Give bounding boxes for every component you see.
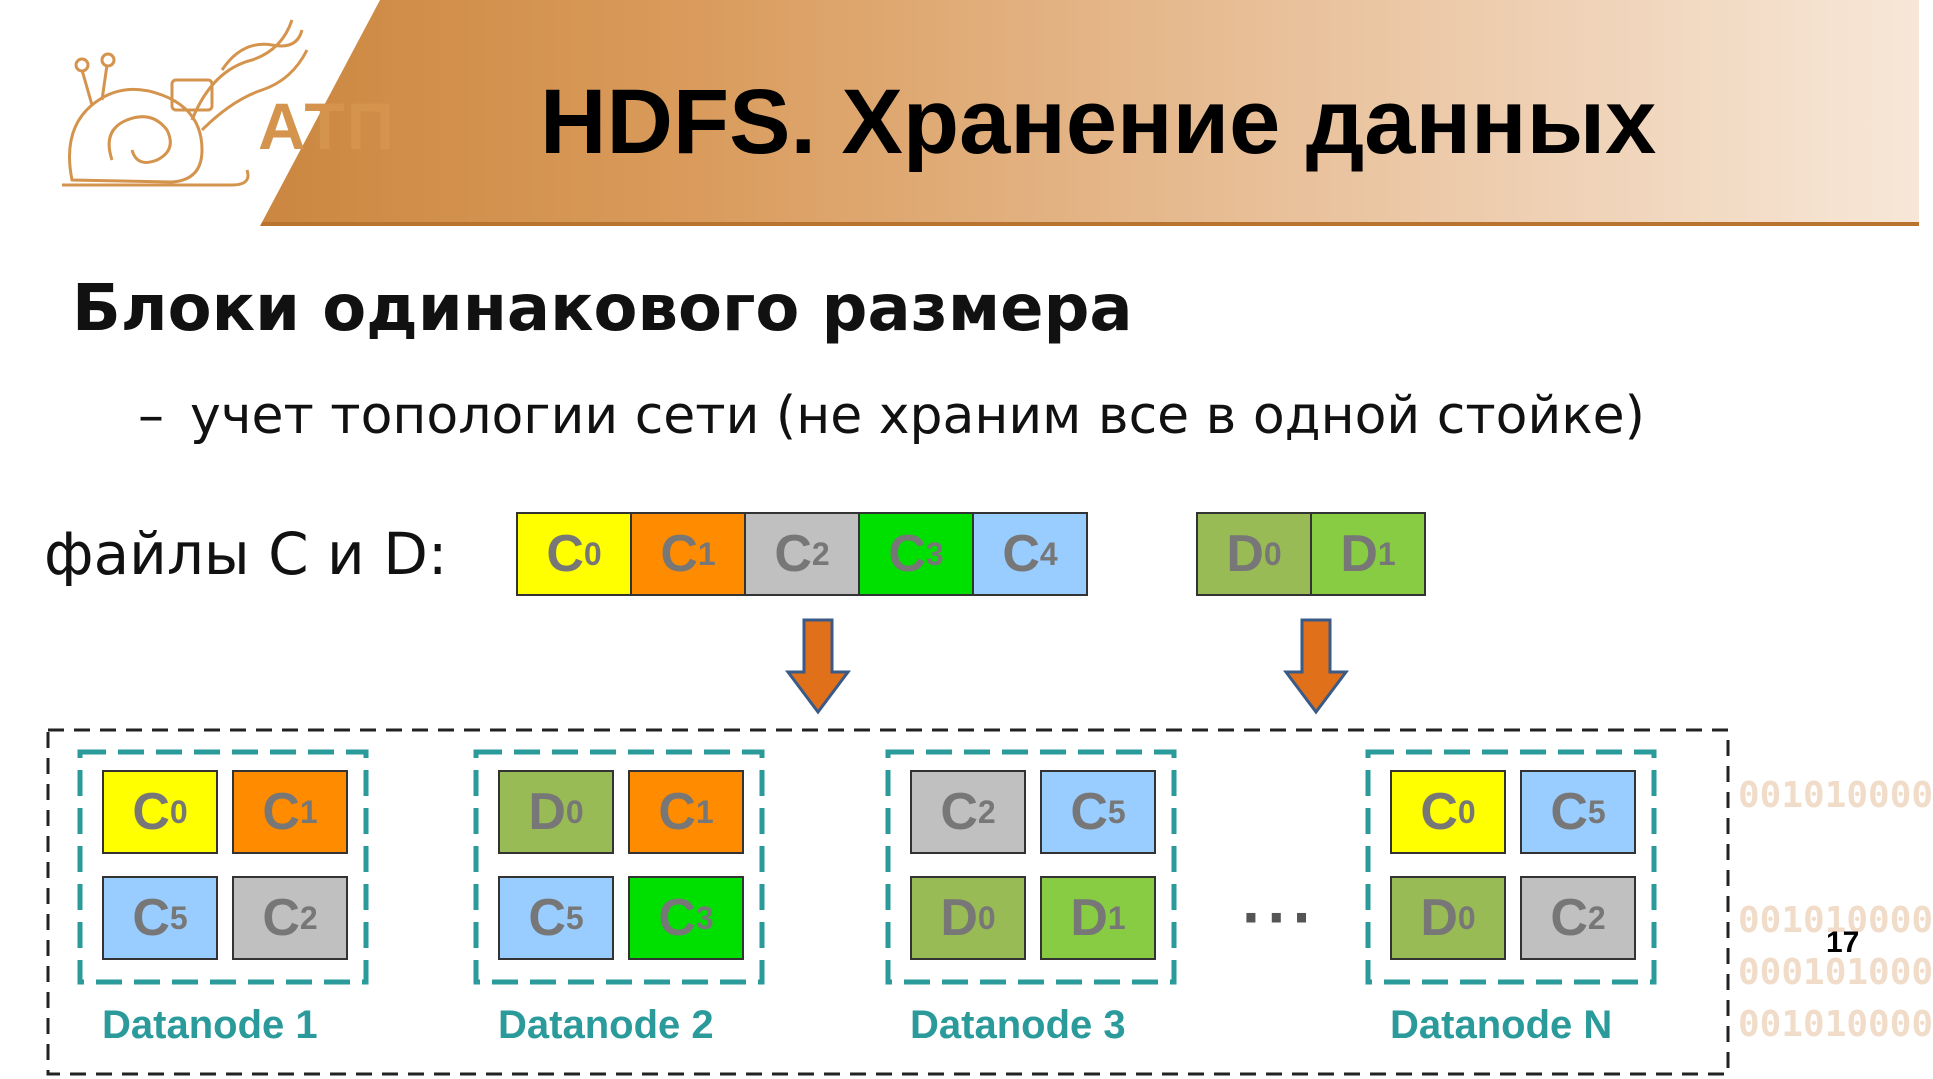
block-letter: C xyxy=(262,889,300,947)
block-letter: C xyxy=(1002,525,1040,583)
block-letter: C xyxy=(888,525,926,583)
down-arrow-icon-2 xyxy=(1283,618,1349,715)
block-letter: C xyxy=(132,783,170,841)
slide-title: HDFS. Хранение данных xyxy=(540,71,1657,173)
block-index: 1 xyxy=(299,793,318,830)
block-letter: C xyxy=(132,889,170,947)
down-arrow-icon-1 xyxy=(785,618,851,715)
binary-watermark-line-1: 001010000 xyxy=(1738,775,1933,816)
files-label: файлы C и D: xyxy=(44,520,448,588)
block-index: 5 xyxy=(1587,793,1606,830)
block-index: 4 xyxy=(1039,535,1058,572)
section-heading: Блоки одинакового размера xyxy=(72,272,1133,346)
block-index: 0 xyxy=(169,793,188,830)
block-index: 0 xyxy=(1457,793,1476,830)
block-letter: C xyxy=(546,525,584,583)
block-index: 0 xyxy=(1457,899,1476,936)
block-index: 0 xyxy=(565,793,584,830)
bullet-dash: – xyxy=(138,386,164,446)
block-letter: C xyxy=(658,889,696,947)
block-letter: C xyxy=(1420,783,1458,841)
block-letter: C xyxy=(658,783,696,841)
block-letter: C xyxy=(528,889,566,947)
binary-watermark-line-2: 001010000 xyxy=(1738,900,1933,941)
block-letter: C xyxy=(774,525,812,583)
datanode-label: Datanode 2 xyxy=(498,1003,714,1047)
binary-watermark-line-4: 001010000 xyxy=(1738,1004,1933,1045)
block-index: 1 xyxy=(1377,535,1396,572)
block-index: 0 xyxy=(1263,535,1282,572)
block-letter: C xyxy=(940,783,978,841)
block-index: 2 xyxy=(1587,899,1606,936)
block-index: 0 xyxy=(583,535,602,572)
ellipsis: ··· xyxy=(1242,881,1318,953)
block-letter: D xyxy=(528,783,566,841)
datanode-label: Datanode N xyxy=(1390,1003,1613,1047)
block-index: 3 xyxy=(695,899,714,936)
block-index: 5 xyxy=(169,899,188,936)
block-index: 0 xyxy=(977,899,996,936)
block-letter: D xyxy=(1070,889,1108,947)
block-letter: C xyxy=(1550,783,1588,841)
block-index: 1 xyxy=(695,793,714,830)
block-index: 1 xyxy=(1107,899,1126,936)
block-index: 3 xyxy=(925,535,944,572)
block-letter: C xyxy=(262,783,300,841)
block-letter: C xyxy=(1550,889,1588,947)
datanode-label: Datanode 3 xyxy=(910,1003,1126,1047)
datanode-label: Datanode 1 xyxy=(102,1003,318,1047)
snail-logo-icon xyxy=(62,19,309,187)
block-letter: D xyxy=(940,889,978,947)
bullet-text: учет топологии сети (не храним все в одн… xyxy=(190,386,1645,446)
header-divider xyxy=(0,222,1919,226)
block-index: 5 xyxy=(1107,793,1126,830)
block-letter: D xyxy=(1420,889,1458,947)
binary-watermark-line-3: 000101000 xyxy=(1738,952,1933,993)
bullet-item: –учет топологии сети (не храним все в од… xyxy=(138,386,1645,446)
block-index: 2 xyxy=(299,899,318,936)
block-letter: D xyxy=(1340,525,1378,583)
block-letter: D xyxy=(1226,525,1264,583)
logo-text: АТП xyxy=(258,89,397,163)
block-index: 1 xyxy=(697,535,716,572)
block-letter: C xyxy=(660,525,698,583)
block-letter: C xyxy=(1070,783,1108,841)
block-index: 5 xyxy=(565,899,584,936)
block-index: 2 xyxy=(811,535,830,572)
block-index: 2 xyxy=(977,793,996,830)
page-number: 17 xyxy=(1826,926,1860,959)
